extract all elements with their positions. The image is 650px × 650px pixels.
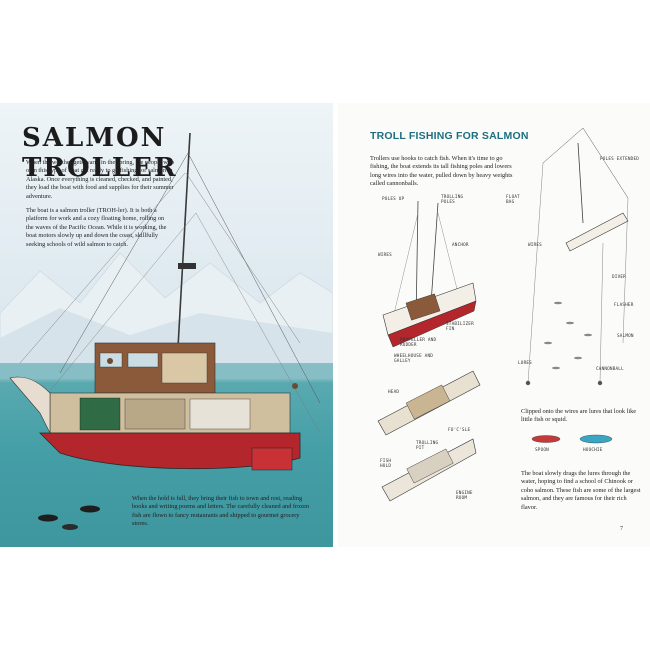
- label-engine-room: ENGINE ROOM: [456, 491, 473, 501]
- page-title: SALMON TROLLER: [22, 123, 178, 183]
- troller-description: The boat is a salmon troller (TROH-ler).…: [26, 207, 167, 248]
- label-wheelhouse-galley: WHEELHOUSE AND GALLEY: [394, 354, 434, 364]
- label-focsle: FO'C'SLE: [448, 428, 471, 433]
- label-fish-hold: FISH HOLD: [380, 459, 392, 469]
- label-propeller-rudder: PROPELLER AND RUDDER: [400, 338, 437, 348]
- troll-intro-paragraph: Trollers use hooks to catch fish. When i…: [370, 155, 513, 188]
- label-wires: WIRES: [378, 253, 392, 258]
- label-lures: LURES: [518, 361, 532, 366]
- label-trolling-poles: TROLLING POLES: [441, 195, 464, 205]
- left-page: SALMON TROLLER When the weather gets war…: [0, 103, 333, 547]
- label-poles-up: POLES UP: [382, 197, 405, 202]
- label-stabilizer-fin: STABILIZER FIN: [446, 322, 474, 332]
- label-flasher: FLASHER: [614, 303, 634, 308]
- label-diver: DIVER: [612, 275, 626, 280]
- hold-caption: When the hold is full, they bring their …: [132, 495, 310, 528]
- label-wires-right: WIRES: [528, 243, 542, 248]
- drag-lures-paragraph: The boat slowly drags the lures through …: [521, 470, 641, 511]
- section-title: TROLL FISHING FOR SALMON: [370, 130, 529, 142]
- label-anchor: ANCHOR: [452, 243, 469, 248]
- intro-paragraph: When the weather gets warm in the spring…: [26, 159, 175, 200]
- page-number: 7: [620, 526, 623, 532]
- label-head: HEAD: [388, 390, 400, 395]
- salmon-troller-illustration: [0, 132, 333, 547]
- label-trolling-pit: TROLLING PIT: [416, 441, 439, 451]
- label-poles-extended: POLES EXTENDED: [600, 157, 640, 162]
- label-hoochie: HOOCHIE: [583, 448, 603, 453]
- troll-diagrams: [377, 127, 629, 502]
- right-page: TROLL FISHING FOR SALMON Trollers use ho…: [338, 103, 650, 547]
- lures-paragraph: Clipped onto the wires are lures that lo…: [521, 408, 637, 424]
- label-salmon: SALMON: [617, 334, 634, 339]
- label-spoon: SPOON: [535, 448, 549, 453]
- label-float-bag: FLOAT BAG: [506, 195, 520, 205]
- label-cannonball: CANNONBALL: [596, 367, 624, 372]
